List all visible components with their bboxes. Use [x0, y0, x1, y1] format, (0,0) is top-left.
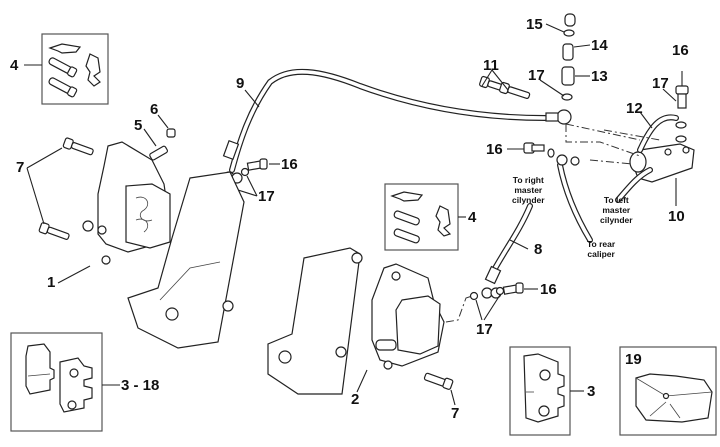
banjo-bolt-16: [523, 142, 580, 166]
o-ring-17: [240, 167, 250, 177]
callout-19: 19: [625, 351, 642, 368]
caliper-bolt-7: [38, 222, 70, 240]
callout-16: 16: [281, 156, 298, 173]
pad-pin-kit-box-top: [41, 33, 109, 105]
centerline: [445, 295, 473, 323]
callout-7: 7: [451, 405, 460, 422]
caliper-bolt-7: [62, 137, 94, 156]
callout-4: 4: [10, 57, 19, 74]
banjo-bolt-16: [246, 158, 268, 171]
callout-2: 2: [351, 391, 360, 408]
pad-pin-kit-box-middle: [384, 183, 459, 251]
callout-14: 14: [591, 37, 608, 54]
callout-16: 16: [486, 141, 503, 158]
o-ring-17: [495, 286, 505, 296]
callout-8: 8: [534, 241, 543, 258]
callout-17: 17: [528, 67, 545, 84]
banjo-bolt-16: [675, 85, 689, 143]
fork-leg-middle: [267, 247, 363, 395]
brake-caliper-1: [82, 141, 171, 265]
leader-9: [244, 89, 260, 108]
brake-hose-9: [222, 68, 572, 184]
leader-2: [356, 369, 368, 393]
callout-12: 12: [626, 100, 643, 117]
callout-4: 4: [468, 209, 477, 226]
callout-7: 7: [16, 159, 25, 176]
callout-16: 16: [672, 42, 689, 59]
callout-10: 10: [668, 208, 685, 225]
caliper-bolt-7: [423, 372, 454, 390]
tool-pouch-box: [619, 346, 717, 436]
callout-3-18: 3 - 18: [121, 377, 160, 394]
callout-5: 5: [134, 117, 143, 134]
o-ring-17: [469, 291, 479, 301]
leader-8: [509, 239, 529, 250]
bleed-cap-6: [166, 128, 176, 138]
brake-hose-8: [481, 203, 533, 299]
brake-pads-box-left: [10, 332, 103, 432]
brake-caliper-2: [371, 263, 445, 370]
callout-17: 17: [652, 75, 669, 92]
callout-6: 6: [150, 101, 159, 118]
bolt-11: [499, 81, 531, 99]
note-to-right-master-cylinder: To right master cilynder: [512, 175, 545, 205]
callout-11: 11: [483, 57, 499, 74]
banjo-bolt-16: [502, 282, 524, 295]
callout-17: 17: [476, 321, 493, 338]
callout-16: 16: [540, 281, 557, 298]
centerline: [565, 123, 661, 165]
callout-9: 9: [236, 75, 245, 92]
note-to-left-master-cylinder: To left master cilynder: [600, 195, 633, 225]
leader-1: [57, 265, 91, 284]
note-to-rear-caliper: To rear caliper: [587, 239, 616, 259]
callout-17: 17: [258, 188, 275, 205]
fork-leg-left: [127, 171, 245, 349]
callout-1: 1: [47, 274, 56, 291]
callout-15: 15: [526, 16, 543, 33]
callout-13: 13: [591, 68, 608, 85]
brake-pads-box-right: [509, 346, 571, 436]
callout-3: 3: [587, 383, 596, 400]
junction-stack: [561, 13, 576, 101]
bleed-valve-5: [149, 145, 169, 161]
